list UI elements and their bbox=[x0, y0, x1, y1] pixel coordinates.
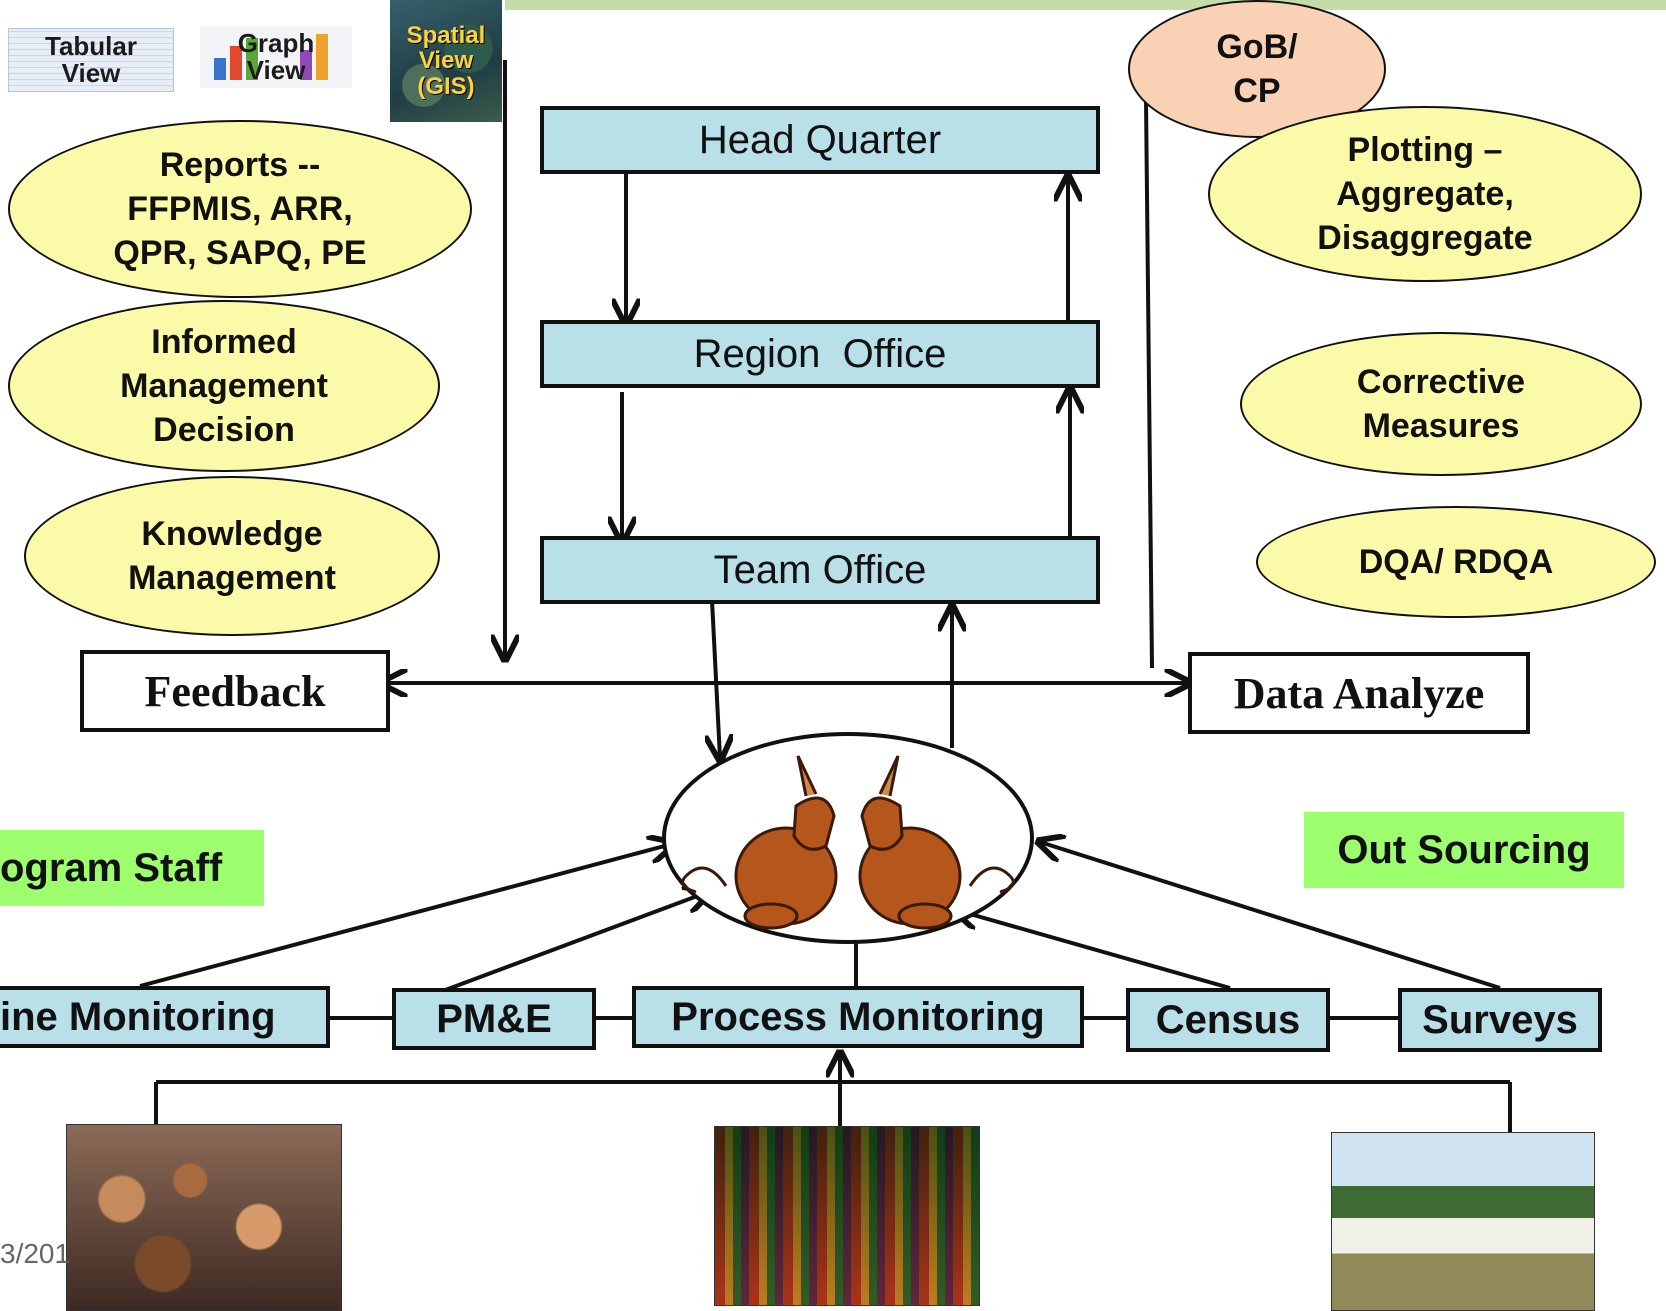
reports-ellipse: Reports -- FFPMIS, ARR, QPR, SAPQ, PE bbox=[8, 120, 472, 298]
program-staff-label: ogram Staff bbox=[0, 845, 223, 890]
process-monitoring-box: Process Monitoring bbox=[632, 986, 1084, 1048]
reports-label: Reports -- FFPMIS, ARR, QPR, SAPQ, PE bbox=[113, 145, 367, 273]
data-analyze-label: Data Analyze bbox=[1233, 668, 1485, 718]
informed-management-decision-ellipse: Informed Management Decision bbox=[8, 300, 440, 472]
feedback-label: Feedback bbox=[144, 666, 326, 716]
informed-management-decision-label: Informed Management Decision bbox=[120, 322, 328, 450]
head-quarter-box: Head Quarter bbox=[540, 106, 1100, 174]
slide-date: 3/201 bbox=[0, 1238, 71, 1269]
surveys-label: Surveys bbox=[1422, 997, 1578, 1042]
region-office-label: Region Office bbox=[693, 331, 947, 376]
census-box: Census bbox=[1126, 988, 1330, 1052]
knowledge-management-label: Knowledge Management bbox=[128, 514, 336, 597]
graph-view-label: Graph View bbox=[237, 27, 315, 85]
pme-box: PM&E bbox=[392, 988, 596, 1050]
dqa-rdqa-label: DQA/ RDQA bbox=[1358, 542, 1554, 581]
graph-view-thumbnail: Graph View bbox=[200, 26, 352, 88]
out-sourcing-label-box: Out Sourcing bbox=[1304, 812, 1624, 888]
building-photo bbox=[1331, 1132, 1595, 1311]
program-staff-label-box: ogram Staff bbox=[0, 830, 264, 906]
community-group-photo bbox=[714, 1126, 980, 1306]
title-bar-strip bbox=[505, 0, 1666, 10]
two-animals-icon bbox=[681, 755, 1015, 930]
process-monitoring-label: Process Monitoring bbox=[671, 994, 1045, 1039]
graph-bar bbox=[300, 50, 312, 80]
gob-cp-label: GoB/ CP bbox=[1216, 27, 1298, 110]
graph-bar bbox=[316, 34, 328, 80]
tabular-view-thumbnail: Tabular View bbox=[8, 28, 174, 92]
surveys-box: Surveys bbox=[1398, 988, 1602, 1052]
plotting-label: Plotting – Aggregate, Disaggregate bbox=[1317, 130, 1533, 258]
plotting-ellipse: Plotting – Aggregate, Disaggregate bbox=[1208, 106, 1642, 282]
graph-bar bbox=[246, 38, 258, 80]
central-hub-oval bbox=[662, 732, 1034, 944]
census-label: Census bbox=[1155, 997, 1301, 1042]
out-sourcing-label: Out Sourcing bbox=[1337, 827, 1591, 872]
tabular-view-label: Tabular View bbox=[45, 30, 137, 88]
data-analyze-box: Data Analyze bbox=[1188, 652, 1530, 734]
head-quarter-label: Head Quarter bbox=[698, 117, 942, 162]
knowledge-management-ellipse: Knowledge Management bbox=[24, 476, 440, 636]
pme-label: PM&E bbox=[436, 996, 552, 1041]
crowd-photo bbox=[66, 1124, 342, 1311]
graph-bar bbox=[230, 46, 242, 80]
gis-view-label: Spatial View (GIS) bbox=[406, 22, 486, 100]
gis-view-thumbnail: Spatial View (GIS) bbox=[390, 0, 502, 122]
corrective-measures-ellipse: Corrective Measures bbox=[1240, 332, 1642, 476]
routine-monitoring-box: ine Monitoring bbox=[0, 986, 330, 1048]
dqa-rdqa-ellipse: DQA/ RDQA bbox=[1256, 506, 1656, 618]
graph-bar bbox=[214, 58, 226, 80]
routine-monitoring-label: ine Monitoring bbox=[0, 994, 276, 1039]
team-office-label: Team Office bbox=[713, 547, 927, 592]
feedback-box: Feedback bbox=[80, 650, 390, 732]
team-office-box: Team Office bbox=[540, 536, 1100, 604]
corrective-measures-label: Corrective Measures bbox=[1356, 362, 1526, 445]
region-office-box: Region Office bbox=[540, 320, 1100, 388]
